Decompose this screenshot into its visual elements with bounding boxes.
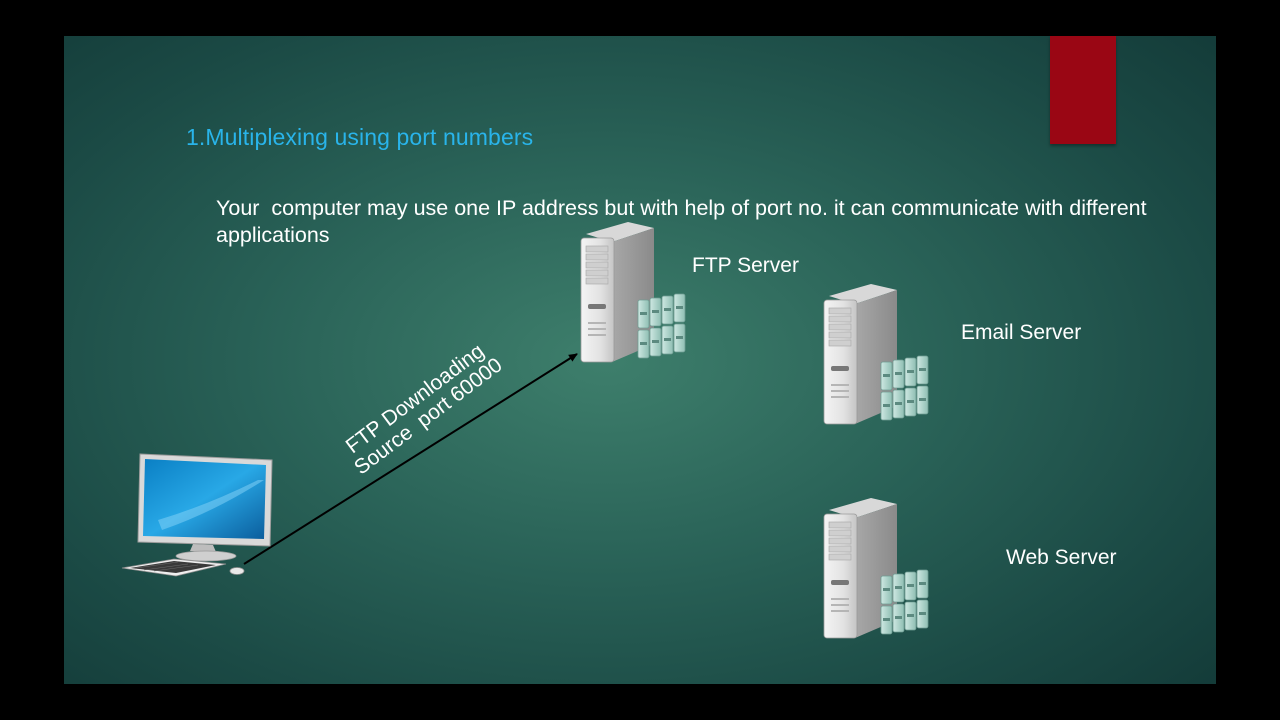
web-server-label: Web Server: [1006, 546, 1117, 569]
accent-bar: [1050, 36, 1116, 144]
slide-title: 1.Multiplexing using port numbers: [186, 124, 534, 150]
email-server-icon: [819, 284, 944, 429]
desktop-computer-icon: [121, 453, 273, 577]
slide: 1.Multiplexing using port numbers Your c…: [64, 36, 1216, 684]
slide-body-text: Your computer may use one IP address but…: [216, 196, 1165, 247]
ftp-server-icon: [576, 222, 701, 367]
web-server-icon: [819, 498, 944, 643]
ftp-server-label: FTP Server: [692, 254, 799, 277]
connection-arrow: [243, 353, 578, 565]
email-server-label: Email Server: [961, 321, 1082, 344]
